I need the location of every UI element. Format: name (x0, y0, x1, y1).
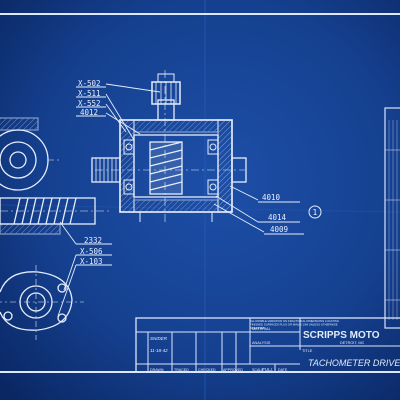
title-block (135, 317, 400, 373)
label-title: TITLE (302, 349, 313, 353)
note-line-1: ALLOWABLE VARIATION ON FRACTIONAL DIMENS… (250, 319, 339, 323)
drawn-signature: SNIDER (150, 336, 168, 341)
note-line-3: SPECIFIED (250, 326, 265, 330)
bottom-flange-view (0, 265, 84, 340)
leader-lines (57, 83, 304, 317)
callout-x-552: X-552 (78, 99, 101, 108)
revision-circle: 1 (308, 205, 322, 219)
callout-4014: 4014 (268, 213, 287, 222)
note-line-2: FINISHED SURFACES PLUS OR MINUS 1/64 UNL… (250, 323, 338, 327)
revision-number: 1 (313, 208, 318, 217)
callout-2332: 2332 (84, 236, 102, 245)
label-scale: SCALE (252, 368, 264, 372)
company-city: DETROIT, MC (340, 341, 365, 345)
callout-labels: X-502 X-511 X-552 4012 4010 4014 4009 23… (78, 79, 288, 266)
callout-x-511: X-511 (78, 89, 101, 98)
left-worm-shaft (0, 197, 110, 235)
label-approved: APPROVED (223, 368, 243, 372)
callout-4012: 4012 (80, 108, 98, 117)
callout-4010: 4010 (262, 193, 281, 202)
left-gear-view (0, 117, 62, 191)
drawn-date: 11-18-42 (150, 348, 168, 353)
label-material: MATERIAL (252, 327, 271, 331)
label-analysis: ANALYSIS (252, 341, 271, 345)
label-traced: TRACED (174, 368, 189, 372)
main-assembly-section (91, 70, 247, 225)
company-name: SCRIPPS MOTO (303, 330, 380, 341)
callout-x-103: X-103 (80, 257, 103, 266)
title-block-text: MATERIAL ANALYSIS TITLE ALLOWABLE VARIAT… (150, 319, 400, 372)
callout-x-506: X-506 (80, 247, 103, 256)
label-checked: CHECKED (198, 368, 216, 372)
scale-value: FULL (262, 367, 274, 372)
callout-4009: 4009 (270, 225, 288, 234)
right-schedule-panel (384, 107, 400, 329)
label-date: DATE (278, 368, 288, 372)
callout-x-502: X-502 (78, 79, 101, 88)
label-drawn: DRAWN (150, 368, 164, 372)
drawing-title: TACHOMETER DRIVE A (308, 358, 400, 368)
